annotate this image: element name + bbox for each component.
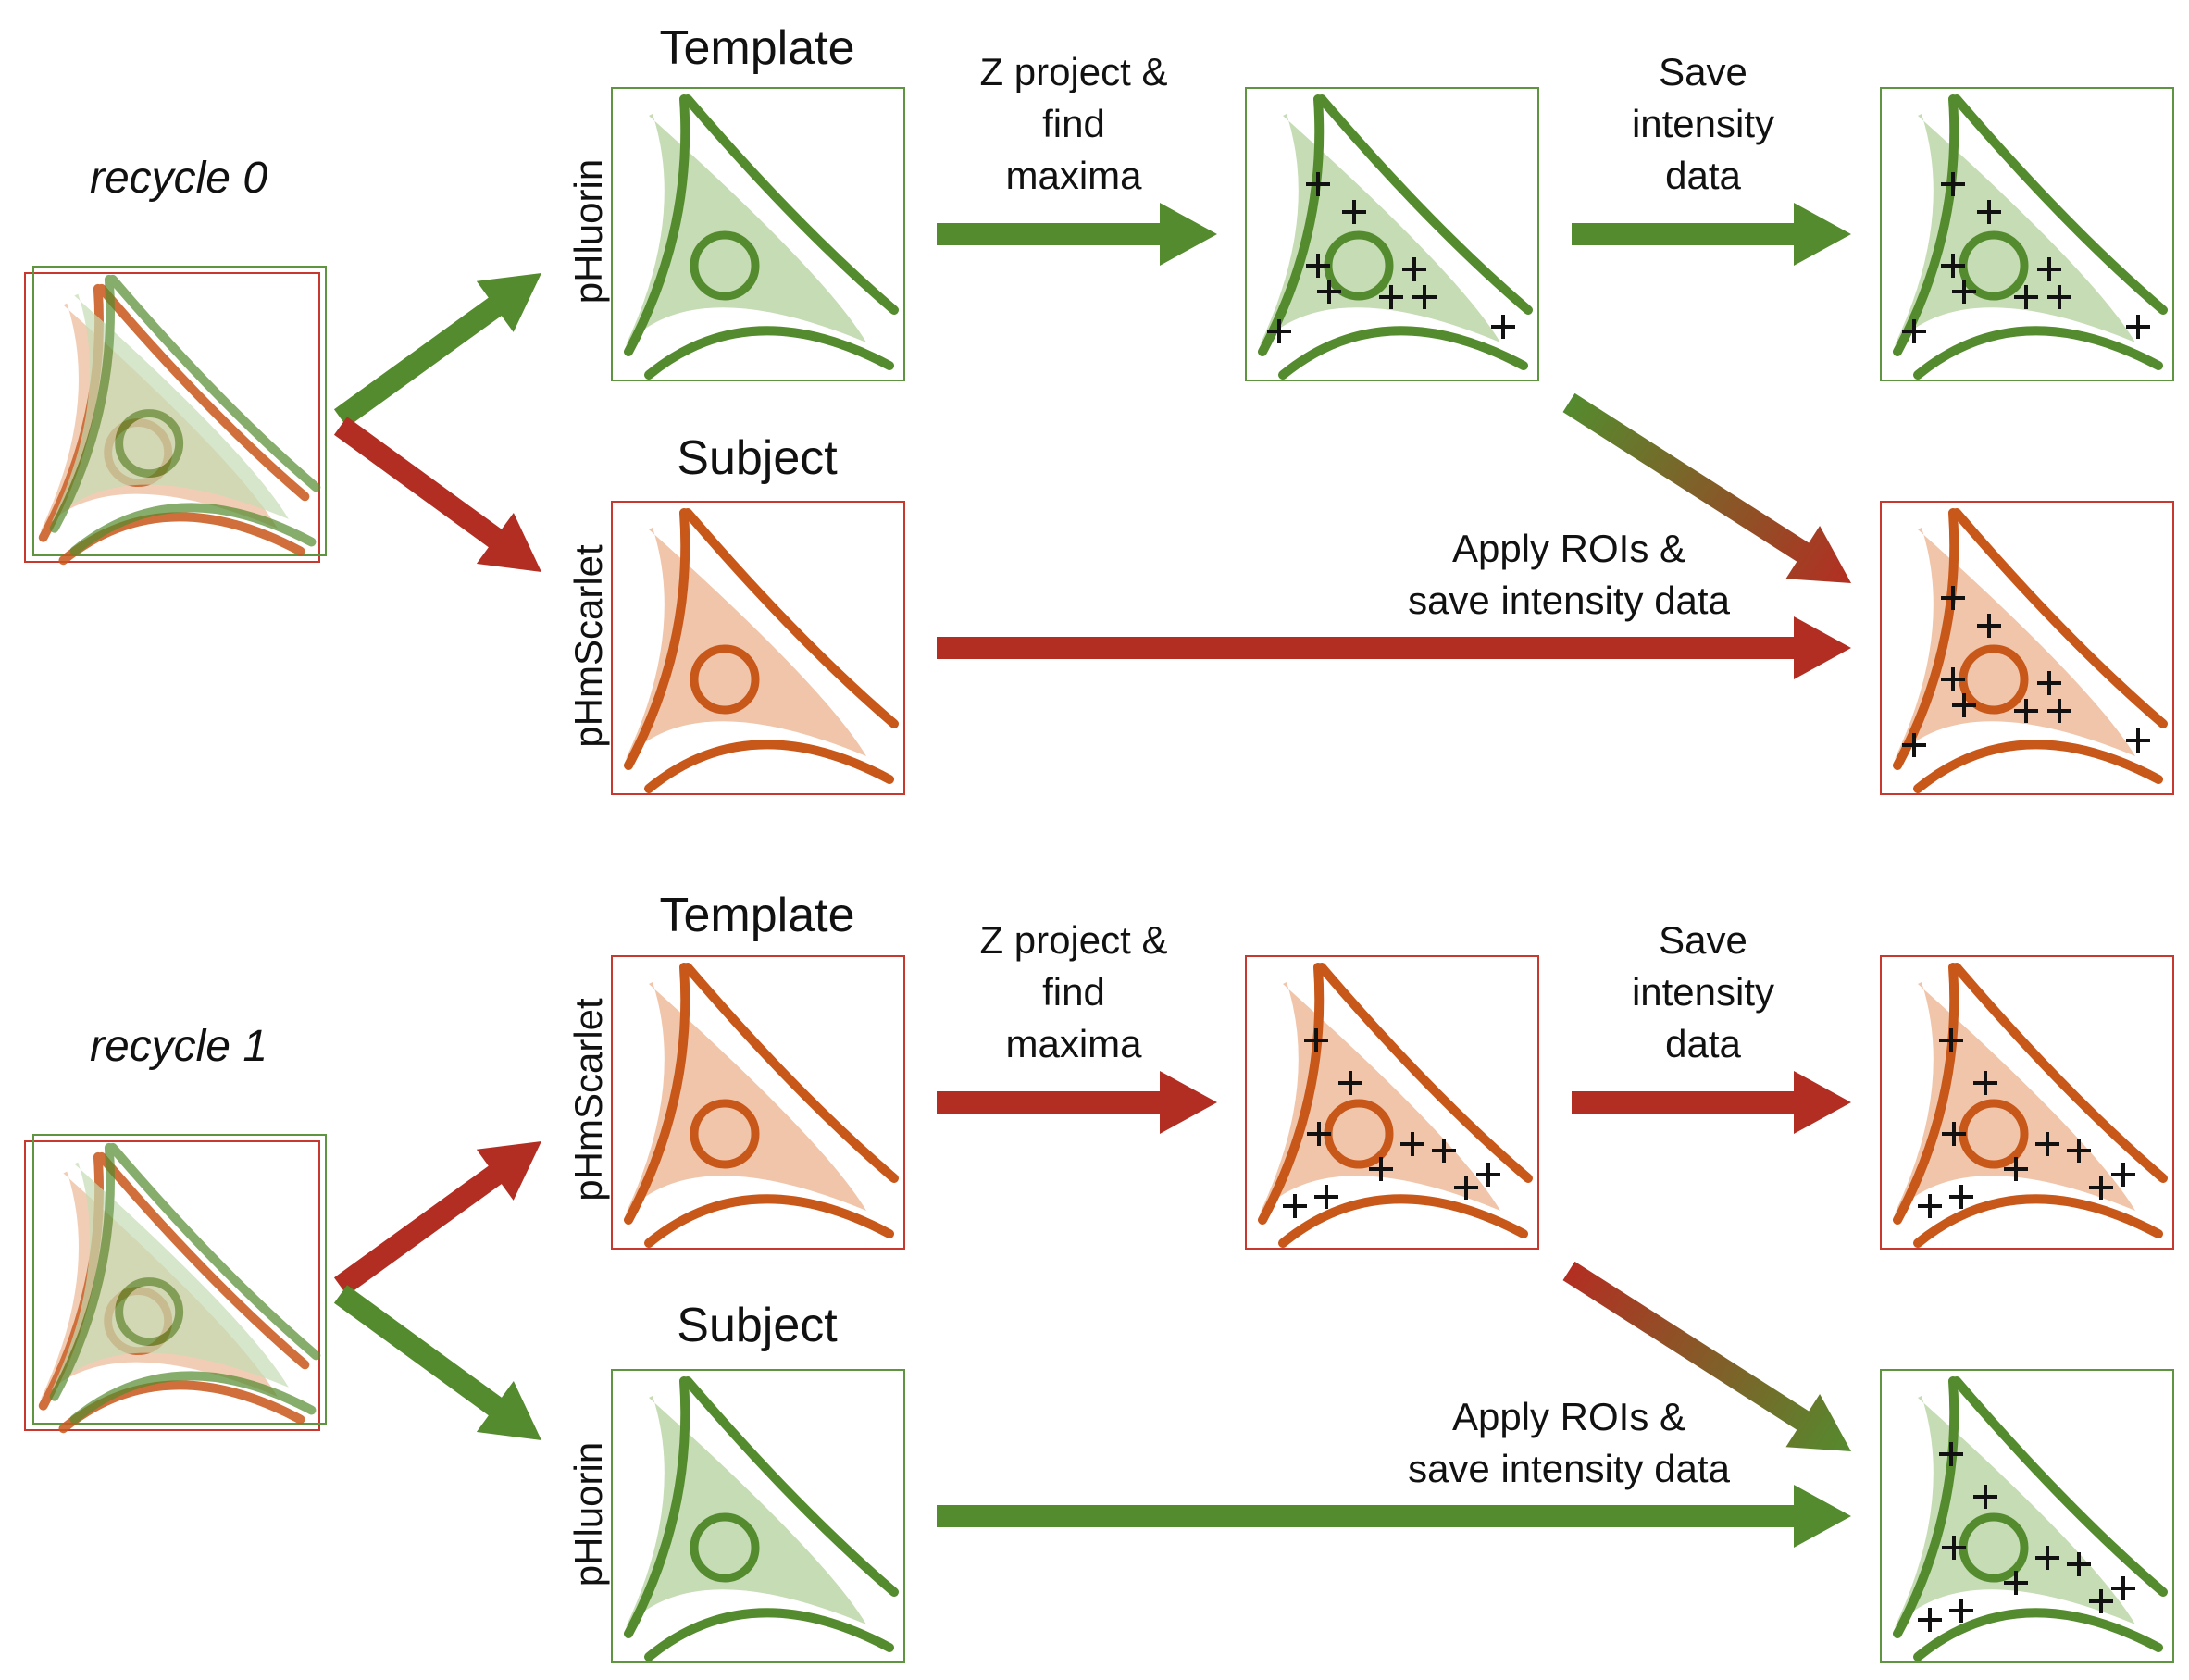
maxima-marker (1454, 1176, 1478, 1200)
maxima-marker (1941, 667, 1965, 691)
maxima-marker (2111, 1163, 2135, 1187)
recycle-0-to-template-arrow (333, 273, 541, 428)
maxima-marker (1338, 1071, 1362, 1095)
maxima-marker (2067, 1139, 2091, 1163)
maxima-marker (1402, 257, 1426, 281)
maxima-marker (2126, 315, 2150, 339)
recycle-0-template-result-panel (1880, 87, 2174, 381)
maxima-marker (2014, 699, 2038, 723)
maxima-marker (2089, 1589, 2113, 1613)
maxima-marker (2047, 699, 2071, 723)
recycle-0-project-step-label: Z project & find maxima (979, 50, 1168, 197)
maxima-marker (1491, 315, 1515, 339)
maxima-marker (1918, 1608, 1942, 1632)
recycle-1-apply-step-label: Apply ROIs & save intensity data (1408, 1395, 1730, 1490)
maxima-marker (1942, 1122, 1966, 1146)
recycle-0-apply-arrow (937, 616, 1851, 679)
maxima-marker (1902, 319, 1926, 343)
maxima-marker (1476, 1163, 1500, 1187)
maxima-marker (2047, 285, 2071, 309)
maxima-marker (1267, 319, 1291, 343)
recycle-0-subject-panel (611, 501, 905, 795)
recycle-0-label: recycle 0 (89, 154, 268, 203)
maxima-marker (1941, 586, 1965, 610)
maxima-marker (1317, 280, 1341, 304)
maxima-marker (1949, 1599, 1973, 1623)
recycle-1-roi-transfer-arrow (1562, 1261, 1851, 1451)
recycle-0-roi-transfer-arrow (1562, 392, 1851, 583)
recycle-1-template-panel (611, 955, 905, 1250)
maxima-marker (2126, 728, 2150, 753)
recycle-1-project-arrow (937, 1071, 1217, 1134)
recycle-0-apply-step-label: Apply ROIs & save intensity data (1408, 527, 1730, 622)
recycle-1-maxima-panel (1245, 955, 1539, 1250)
maxima-marker (2004, 1571, 2028, 1595)
recycle-0-template-title: Template (659, 21, 855, 75)
maxima-marker (1973, 1485, 1997, 1509)
maxima-marker (1379, 285, 1403, 309)
recycle-1-save-step-label: Save intensity data (1631, 918, 1775, 1065)
maxima-marker (1432, 1139, 1456, 1163)
recycle-0-merged-image (24, 266, 327, 566)
recycle-0-to-subject-arrow (333, 417, 541, 572)
maxima-marker (1342, 200, 1366, 224)
maxima-marker (1952, 693, 1976, 717)
maxima-marker (1283, 1194, 1307, 1218)
recycle-0-subject-result-panel (1880, 501, 2174, 795)
recycle-0-maxima-panel (1245, 87, 1539, 381)
maxima-marker (2089, 1176, 2113, 1200)
maxima-marker (2014, 285, 2038, 309)
recycle-1-project-step-label: Z project & find maxima (979, 918, 1168, 1065)
maxima-marker (2037, 257, 2061, 281)
maxima-marker (1973, 1071, 1997, 1095)
maxima-marker (1918, 1194, 1942, 1218)
maxima-marker (2111, 1576, 2135, 1600)
maxima-marker (1306, 254, 1330, 278)
recycle-1-save-arrow (1572, 1071, 1851, 1134)
maxima-marker (2004, 1157, 2028, 1181)
recycle-0-project-arrow (937, 203, 1217, 266)
maxima-marker (1952, 280, 1976, 304)
recycle-1-merged-image (24, 1134, 327, 1434)
maxima-marker (1939, 1028, 1963, 1052)
recycle-0-save-arrow (1572, 203, 1851, 266)
maxima-marker (1306, 172, 1330, 196)
recycle-1-apply-arrow (937, 1485, 1851, 1548)
maxima-marker (1369, 1157, 1393, 1181)
maxima-marker (1941, 172, 1965, 196)
maxima-marker (1412, 285, 1437, 309)
maxima-marker (1942, 1536, 1966, 1560)
maxima-marker (1941, 254, 1965, 278)
recycle-1-to-template-arrow (333, 1141, 541, 1296)
recycle-1-template-result-panel (1880, 955, 2174, 1250)
maxima-marker (1304, 1028, 1328, 1052)
maxima-marker (1400, 1132, 1424, 1156)
maxima-marker (2067, 1552, 2091, 1576)
recycle-0-subject-title: Subject (677, 431, 838, 485)
recycle-0-template-panel (611, 87, 905, 381)
maxima-marker (1902, 733, 1926, 757)
recycle-1-subject-title: Subject (677, 1299, 838, 1352)
recycle-1-to-subject-arrow (333, 1285, 541, 1440)
maxima-marker (1949, 1185, 1973, 1209)
recycle-1-template-title: Template (659, 889, 855, 942)
recycle-1-label: recycle 1 (89, 1022, 268, 1071)
maxima-marker (1977, 200, 2001, 224)
recycle-1-subject-result-panel (1880, 1369, 2174, 1663)
maxima-marker (1307, 1122, 1331, 1146)
maxima-marker (1314, 1185, 1338, 1209)
maxima-marker (2035, 1546, 2059, 1570)
recycle-1-subject-panel (611, 1369, 905, 1663)
maxima-marker (2037, 671, 2061, 695)
maxima-marker (2035, 1132, 2059, 1156)
maxima-marker (1939, 1442, 1963, 1466)
maxima-marker (1977, 614, 2001, 638)
recycle-0-save-step-label: Save intensity data (1631, 50, 1775, 197)
